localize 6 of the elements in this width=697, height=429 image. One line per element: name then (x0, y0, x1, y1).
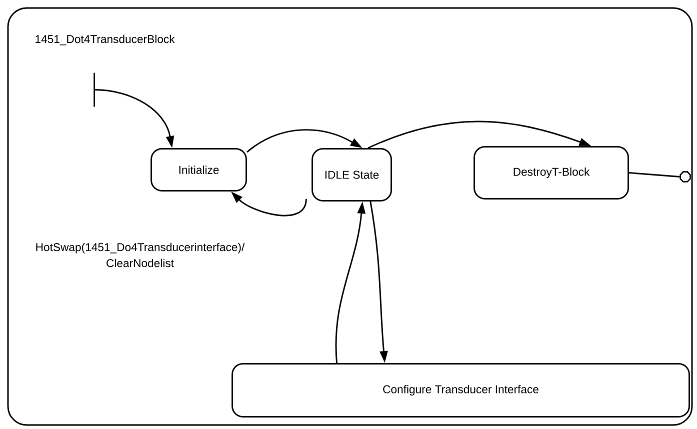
edge-label: HotSwap(1451_Do4Transducerinterface)/ ClearNodelist (36, 242, 245, 268)
state-box: IDLE State (312, 148, 392, 202)
final-state-marker (680, 171, 691, 182)
state-box: Initialize (150, 148, 247, 192)
state-box: DestroyT-Block (474, 146, 629, 200)
state-box: Configure Transducer Interface (232, 363, 690, 418)
